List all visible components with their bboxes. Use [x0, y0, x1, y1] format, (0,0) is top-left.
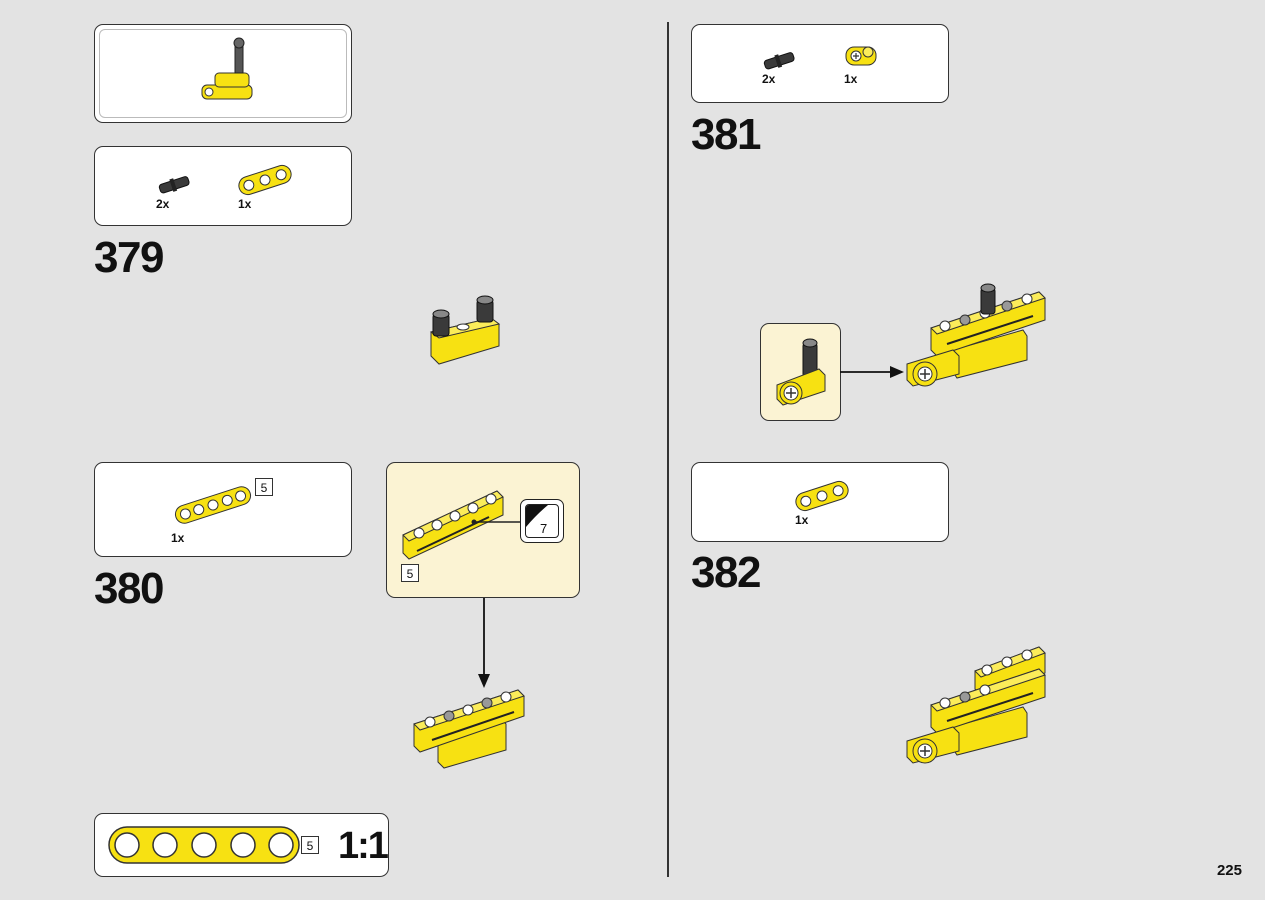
part-qty: 1x: [171, 531, 185, 545]
beam-5-icon: [174, 486, 252, 524]
length-indicator: 5: [301, 836, 319, 854]
part-qty: 2x: [762, 72, 776, 86]
pin-with-cross-block-illustration: [776, 338, 826, 406]
step-number: 381: [691, 110, 761, 159]
part-qty: 1x: [795, 513, 809, 527]
down-arrow-icon: [478, 598, 490, 688]
cross-block-icon: [845, 46, 877, 66]
assembly-379-illustration: [429, 295, 501, 365]
step-number: 380: [94, 564, 164, 613]
sticker-sheet-icon: 7: [520, 499, 564, 543]
page-number: 225: [1216, 862, 1242, 879]
parts-list-382: 1x: [691, 462, 949, 542]
step-number: 379: [94, 233, 164, 282]
part-qty: 1x: [238, 197, 252, 211]
assembly-382-illustration: [906, 646, 1046, 764]
parts-list-380: 5 1x: [94, 462, 352, 557]
subassembly-callout-380: 7 5: [386, 462, 580, 598]
scale-ruler-box: 5 1:1: [94, 813, 389, 877]
column-divider: [667, 22, 669, 877]
previous-assembly-illustration: [201, 37, 253, 100]
beam-3-icon: [795, 480, 849, 512]
beam-5-1to1-icon: [108, 826, 300, 864]
beam-with-sticker-illustration: [402, 490, 504, 560]
assembly-381-illustration: [906, 283, 1046, 387]
beam-3-icon: [238, 164, 292, 196]
parts-list-381: 2x 1x: [691, 24, 949, 103]
length-indicator: 5: [401, 564, 419, 582]
previous-step-box: [94, 24, 352, 123]
scale-ratio: 1:1: [338, 825, 389, 867]
pin-icon: [158, 176, 190, 194]
part-qty: 1x: [844, 72, 858, 86]
right-arrow-icon: [840, 366, 904, 378]
sticker-pointer-line: [471, 519, 523, 525]
subassembly-callout-381: [760, 323, 841, 421]
pin-icon: [763, 52, 795, 70]
part-qty: 2x: [156, 197, 170, 211]
step-number: 382: [691, 548, 761, 597]
parts-list-379: 2x 1x: [94, 146, 352, 226]
length-indicator: 5: [255, 478, 273, 496]
sticker-number: 7: [540, 521, 548, 536]
assembly-380-illustration: [413, 689, 525, 769]
